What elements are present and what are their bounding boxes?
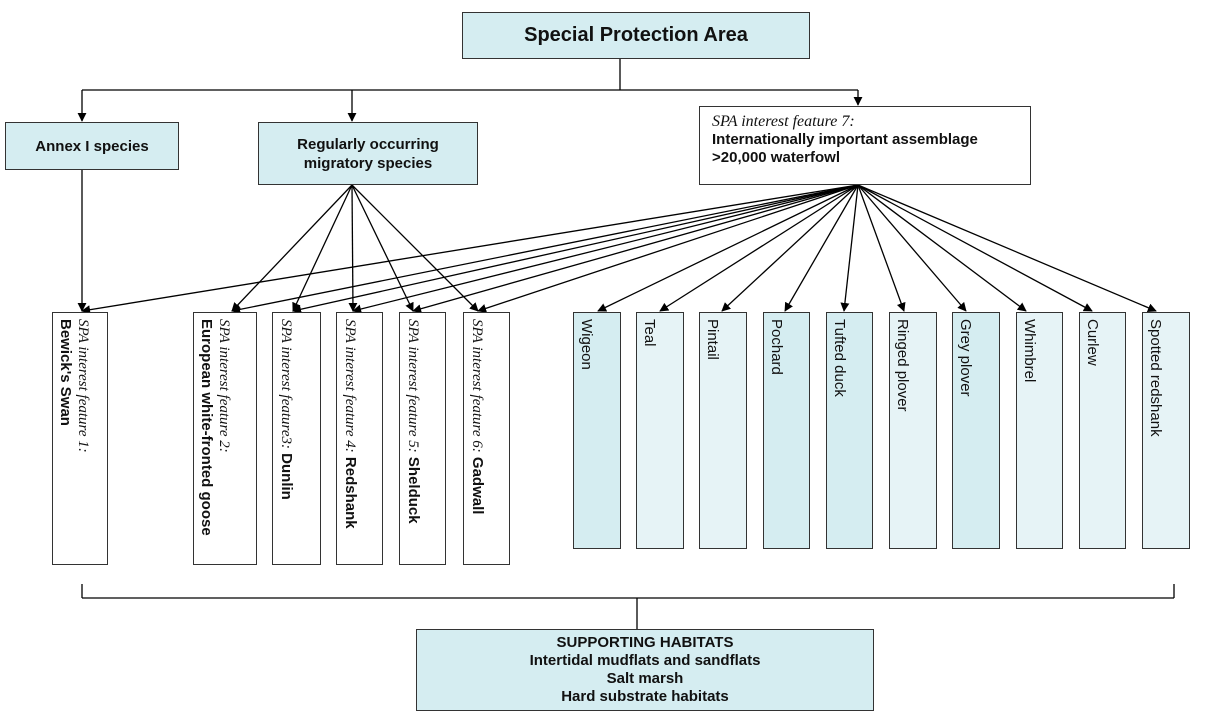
arrow-assemblage-to-species-10 — [784, 184, 859, 312]
feature-box-shelduck: SPA interest feature 5: Shelduck — [399, 312, 446, 565]
species-box-pintail: Pintail — [699, 312, 747, 549]
species-box-spotted-redshank: Spotted redshank — [1142, 312, 1190, 549]
species-name: Teal — [641, 319, 658, 347]
species-box-grey-plover: Grey plover — [952, 312, 1000, 549]
migratory-label: Regularly occurring migratory species — [297, 135, 439, 172]
feature-label: SPA interest feature 5: — [405, 319, 421, 453]
arrow-assemblage-to-species-6 — [477, 184, 859, 313]
arrow-migratory-to-feature-2 — [231, 184, 353, 312]
arrow-assemblage-to-species-1 — [81, 184, 859, 315]
arrow-assemblage-to-species-2 — [231, 184, 859, 314]
feature-box-redshank: SPA interest feature 4: Redshank — [336, 312, 383, 565]
species-box-ringed-plover: Ringed plover — [889, 312, 937, 549]
habitat-item: Salt marsh — [606, 670, 684, 687]
arrow-migratory-to-feature-4 — [348, 184, 358, 312]
feature-name: Shelduck — [405, 456, 422, 524]
arrow-migratory-to-feature-5 — [351, 184, 414, 312]
category-box-assemblage: SPA interest feature 7: Internationally … — [699, 106, 1031, 185]
feature-name: European white-fronted goose — [198, 319, 215, 536]
species-box-pochard: Pochard — [763, 312, 810, 549]
feature-label: SPA interest feature3: — [278, 319, 294, 449]
supporting-habitats-box: SUPPORTING HABITATS Intertidal mudflats … — [416, 629, 874, 711]
category-box-migratory-species: Regularly occurring migratory species — [258, 122, 478, 185]
root-box-special-protection-area: Special Protection Area — [462, 12, 810, 59]
arrow-assemblage-to-species-9 — [721, 184, 859, 312]
species-name: Pintail — [704, 319, 721, 360]
arrow-assemblage-to-species-5 — [412, 184, 859, 314]
species-name: Tufted duck — [831, 319, 848, 397]
arrow-migratory-to-feature-3 — [292, 184, 353, 312]
root-label: Special Protection Area — [524, 24, 748, 46]
species-name: Grey plover — [957, 319, 974, 397]
feature-name: Redshank — [342, 456, 359, 529]
arrow-assemblage-to-species-4 — [352, 184, 859, 314]
arrow-assemblage-to-species-12 — [857, 184, 906, 312]
species-name: Ringed plover — [894, 319, 911, 412]
feature-box-dunlin: SPA interest feature3: Dunlin — [272, 312, 321, 565]
feature-name: Bewick's Swan — [57, 319, 74, 426]
arrow-assemblage-to-species-13 — [857, 184, 967, 312]
species-name: Pochard — [768, 319, 785, 375]
feature-label: SPA interest feature 4: — [342, 319, 358, 453]
arrow-assemblage-to-species-15 — [857, 184, 1093, 312]
feature-box-gadwall: SPA interest feature 6: Gadwall — [463, 312, 510, 565]
species-box-tufted-duck: Tufted duck — [826, 312, 873, 549]
species-name: Curlew — [1084, 319, 1101, 366]
annex-label: Annex I species — [35, 137, 149, 155]
species-box-teal: Teal — [636, 312, 684, 549]
habitat-item: Hard substrate habitats — [561, 688, 729, 705]
feature-label: SPA interest feature 1: — [75, 319, 91, 453]
species-name: Whimbrel — [1021, 319, 1038, 383]
assemblage-title-line1: Internationally important assemblage — [712, 131, 978, 148]
assemblage-title-line2: >20,000 waterfowl — [712, 149, 840, 166]
habitats-heading: SUPPORTING HABITATS — [556, 634, 734, 651]
arrow-assemblage-to-species-8 — [659, 184, 859, 312]
habitat-item: Intertidal mudflats and sandflats — [529, 652, 761, 669]
assemblage-feature-label: SPA interest feature 7: — [712, 113, 855, 130]
arrow-assemblage-to-species-3 — [292, 184, 859, 314]
species-name: Wigeon — [578, 319, 595, 370]
arrow-assemblage-to-species-16 — [857, 184, 1157, 312]
arrow-assemblage-to-species-14 — [857, 184, 1027, 312]
species-box-curlew: Curlew — [1079, 312, 1126, 549]
feature-label: SPA interest feature 2: — [216, 319, 232, 453]
species-name: Spotted redshank — [1147, 319, 1164, 437]
feature-box-bewicks-swan: SPA interest feature 1: Bewick's Swan — [52, 312, 108, 565]
arrow-assemblage-to-species-7 — [597, 184, 859, 312]
feature-name: Gadwall — [469, 456, 486, 515]
species-box-wigeon: Wigeon — [573, 312, 621, 549]
arrow-migratory-to-feature-6 — [351, 184, 479, 312]
feature-box-european-white-fronted-goose: SPA interest feature 2: European white-f… — [193, 312, 257, 565]
category-box-annex-i-species: Annex I species — [5, 122, 179, 170]
species-box-whimbrel: Whimbrel — [1016, 312, 1063, 549]
arrow-assemblage-to-species-11 — [840, 184, 859, 312]
feature-label: SPA interest feature 6: — [469, 319, 485, 453]
feature-name: Dunlin — [278, 453, 295, 500]
